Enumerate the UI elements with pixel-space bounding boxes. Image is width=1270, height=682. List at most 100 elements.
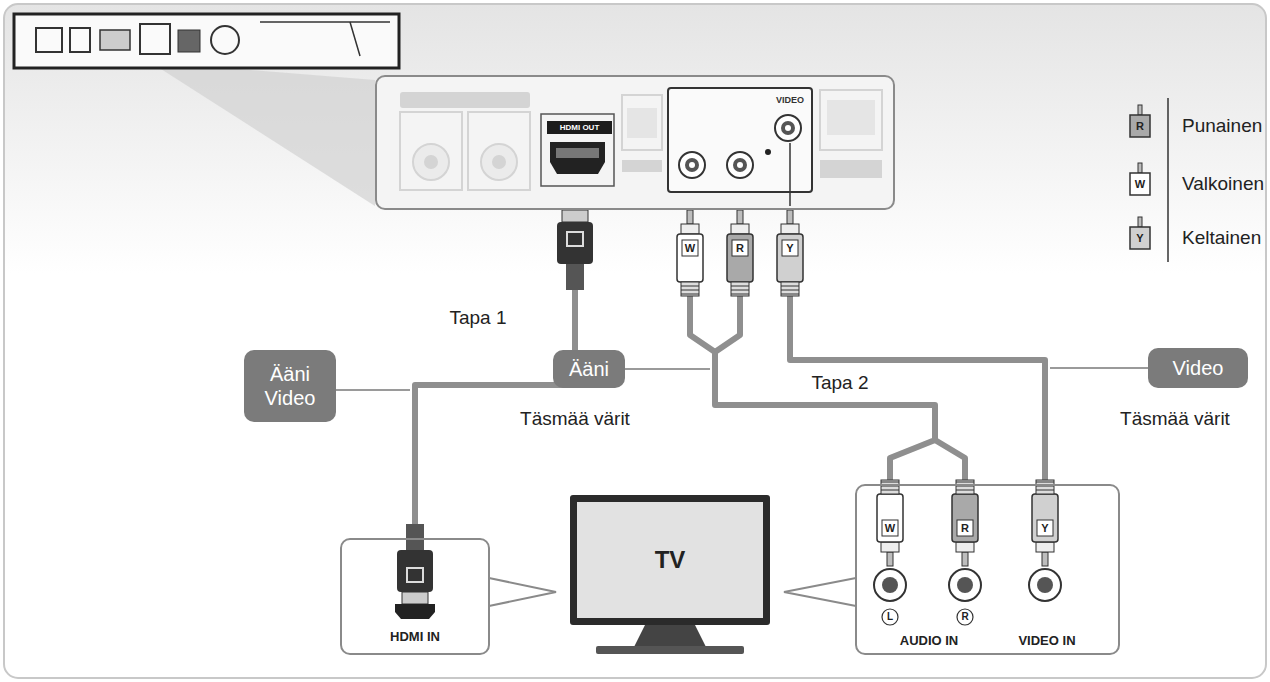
signal-tag: Ääni [553, 350, 625, 388]
port-label: VIDEO IN [1002, 632, 1092, 650]
leader-line [335, 368, 1148, 390]
tv-jack [1029, 569, 1061, 601]
av-jack-block [737, 162, 743, 168]
tv-jack [957, 577, 973, 593]
player-body [36, 28, 62, 52]
callout-pointer [489, 578, 556, 606]
av-jack-block [679, 152, 705, 178]
plug-letter: Y [1038, 521, 1052, 535]
panel-faded-ports [492, 155, 506, 169]
cable-branch [715, 290, 740, 352]
channel-mark: L [884, 611, 896, 623]
av-jack-block [785, 125, 791, 131]
tv-jack [949, 569, 981, 601]
legend-sample [1130, 105, 1150, 137]
panel-fill [375, 75, 895, 210]
player-body [14, 14, 399, 68]
legend-label: Valkoinen [1182, 172, 1264, 196]
leader-line [335, 389, 410, 391]
rca-plug [877, 480, 903, 566]
legend-divider [1167, 98, 1169, 262]
panel-faded-ports [400, 92, 530, 108]
legend-sample [1130, 217, 1150, 249]
signal-tag: Ääni Video [244, 350, 336, 422]
input-callout: HDMI IN [340, 538, 490, 655]
rca-plug [727, 210, 753, 296]
port-label: AUDIO IN [859, 632, 999, 650]
plug-letter: W [1132, 176, 1148, 192]
hdmi-in-port [395, 604, 435, 619]
plug-letter: R [733, 241, 747, 255]
port-label: HDMI IN [342, 628, 488, 646]
method-label: Tapa 1 [438, 306, 518, 330]
av-jack-block [727, 152, 753, 178]
player-body [350, 22, 360, 56]
panel-faded-ports [481, 144, 517, 180]
cable-branch [715, 290, 965, 486]
player-body [260, 21, 390, 23]
plug-letter: R [958, 521, 972, 535]
instruction-note: Täsmää värit [500, 407, 650, 431]
tv-jack [957, 609, 973, 625]
panel-faded-ports [468, 112, 530, 190]
rca-plug [677, 210, 703, 296]
tv-base [596, 646, 744, 654]
node-label: Ääni [569, 357, 609, 381]
rca-plug [952, 480, 978, 566]
panel-faded-ports [820, 90, 882, 150]
hdmi-out-port [541, 114, 614, 186]
tv-jack [874, 569, 906, 601]
plug-letter: Y [1132, 230, 1148, 246]
rca-plug [1032, 480, 1058, 566]
tv-jack [874, 569, 1061, 625]
av-jack-block [781, 121, 795, 135]
av-jack-block [765, 149, 771, 155]
frame [4, 4, 1266, 678]
tv-screen: TV [570, 495, 770, 625]
player-body [140, 24, 170, 54]
instruction-note: Täsmää värit [1105, 407, 1245, 431]
plug-letter: R [1132, 118, 1148, 134]
av-jack-block [689, 162, 695, 168]
tv-jack [882, 577, 898, 593]
channel-mark: R [959, 611, 971, 623]
leader-line [625, 368, 710, 370]
plug-letter: Y [783, 241, 797, 255]
input-callout: AUDIO INVIDEO IN [855, 484, 1120, 655]
player-body [100, 30, 130, 50]
panel-faded-ports [400, 112, 462, 190]
rca-plug [777, 210, 803, 296]
port-label: VIDEO [765, 94, 815, 106]
av-jack-block [733, 158, 747, 172]
hdmi-plug [397, 524, 433, 604]
cable [415, 210, 575, 538]
cable [790, 210, 1045, 484]
device-panel: HDMI OUT VIDEO [375, 75, 895, 210]
plug-letter: W [883, 521, 897, 535]
panel-faded-ports [827, 100, 875, 135]
cable-branch [935, 440, 965, 486]
av-jack-block [775, 115, 801, 141]
tv-stand [634, 625, 706, 647]
player-body [178, 30, 200, 52]
hdmi-out-port [556, 148, 599, 158]
panel-faded-ports [820, 160, 882, 178]
node-label: Ääni Video [252, 362, 328, 410]
player-body [14, 14, 399, 68]
legend-sample [1130, 163, 1150, 195]
av-jack-block [789, 143, 791, 206]
cable [690, 210, 935, 484]
legend-label: Punainen [1182, 114, 1262, 138]
panel-faded-ports [622, 160, 662, 172]
leader-line [1050, 367, 1148, 369]
method-label: Tapa 2 [800, 371, 880, 395]
panel-faded-ports [424, 155, 438, 169]
av-jack-block [685, 158, 699, 172]
port-label: HDMI OUT [547, 121, 612, 134]
player-body [70, 28, 90, 52]
plug-letter: W [683, 241, 697, 255]
tv-jack [1037, 577, 1053, 593]
signal-tag: Video [1148, 348, 1248, 388]
node-label: TV [655, 546, 686, 574]
